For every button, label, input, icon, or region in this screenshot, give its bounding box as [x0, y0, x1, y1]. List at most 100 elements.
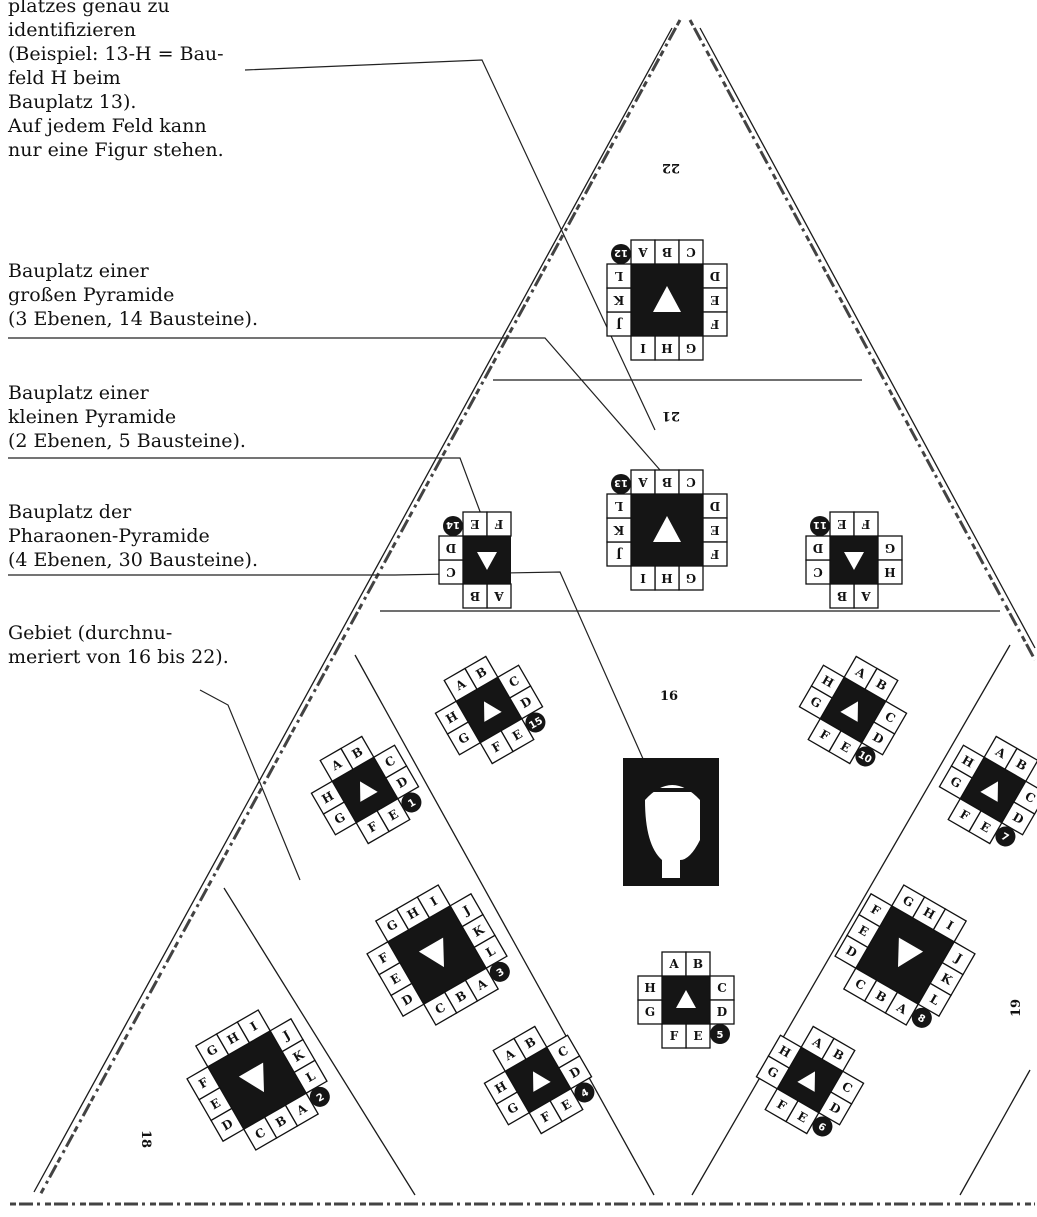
svg-text:C: C: [717, 981, 727, 995]
build-field[interactable]: F: [703, 542, 727, 566]
svg-text:H: H: [884, 565, 895, 579]
site-number-badge: 12: [611, 244, 631, 264]
build-field[interactable]: G: [679, 566, 703, 590]
build-field[interactable]: D: [439, 536, 463, 560]
site-big-3: ABCDEFGHIJKL3: [355, 873, 519, 1037]
build-field[interactable]: I: [631, 566, 655, 590]
build-field[interactable]: A: [662, 952, 686, 976]
svg-text:A: A: [638, 475, 649, 489]
svg-text:E: E: [710, 293, 719, 307]
svg-text:11: 11: [813, 519, 827, 530]
build-field[interactable]: G: [679, 336, 703, 360]
build-field[interactable]: K: [607, 288, 631, 312]
region-number-22: 22: [662, 160, 680, 175]
build-field[interactable]: D: [806, 536, 830, 560]
build-field[interactable]: G: [638, 1000, 662, 1024]
site-big-2: ABCDEFGHIJKL2: [175, 998, 339, 1162]
build-field[interactable]: H: [655, 336, 679, 360]
svg-text:E: E: [470, 517, 479, 531]
build-field[interactable]: A: [487, 584, 511, 608]
site-big-21: ABCDEFGH I JKL13: [607, 470, 727, 590]
svg-text:F: F: [861, 517, 870, 531]
svg-text:E: E: [837, 517, 846, 531]
svg-text:E: E: [693, 1029, 702, 1043]
build-field[interactable]: C: [806, 560, 830, 584]
svg-text:I: I: [640, 571, 646, 585]
svg-text:D: D: [813, 541, 823, 555]
build-field[interactable]: K: [607, 518, 631, 542]
site-small-15: ABCDEFGH15: [423, 644, 554, 775]
svg-text:J: J: [616, 317, 623, 331]
svg-text:C: C: [686, 475, 696, 489]
site-number-badge: 5: [710, 1024, 730, 1044]
svg-text:A: A: [861, 589, 872, 603]
svg-text:B: B: [837, 589, 847, 603]
build-field[interactable]: F: [854, 512, 878, 536]
svg-text:B: B: [662, 245, 672, 259]
region-number-18: 18: [138, 1130, 153, 1148]
svg-text:L: L: [614, 269, 623, 283]
svg-text:K: K: [613, 523, 624, 537]
svg-text:K: K: [613, 293, 624, 307]
build-field[interactable]: J: [607, 542, 631, 566]
svg-text:B: B: [470, 589, 480, 603]
svg-text:A: A: [638, 245, 649, 259]
build-field[interactable]: B: [655, 240, 679, 264]
build-field[interactable]: C: [710, 976, 734, 1000]
region-number-21: 21: [662, 408, 680, 423]
svg-text:14: 14: [446, 519, 460, 530]
svg-text:A: A: [668, 957, 679, 971]
build-field[interactable]: G: [878, 536, 902, 560]
site-small-6: ABCDEFGH6: [744, 1014, 875, 1145]
build-field[interactable]: H: [638, 976, 662, 1000]
site-number-badge: 13: [611, 474, 631, 494]
build-field[interactable]: H: [655, 566, 679, 590]
site-big-22: ABCDEFGHI JKL 12: [607, 240, 727, 360]
build-field[interactable]: B: [686, 952, 710, 976]
svg-text:H: H: [644, 981, 655, 995]
build-field[interactable]: D: [703, 264, 727, 288]
build-field[interactable]: J: [607, 312, 631, 336]
build-field[interactable]: L: [607, 264, 631, 288]
site-pharaoh-5: ABCD EFGH 5: [638, 952, 734, 1048]
build-field[interactable]: E: [463, 512, 487, 536]
build-field[interactable]: A: [631, 240, 655, 264]
build-field[interactable]: B: [830, 584, 854, 608]
build-field[interactable]: B: [463, 584, 487, 608]
site-number-badge: 11: [810, 516, 830, 536]
svg-text:12: 12: [614, 247, 628, 258]
region-number-19: 19: [1009, 999, 1024, 1017]
svg-text:G: G: [645, 1005, 655, 1019]
region-number-16: 16: [660, 689, 678, 704]
build-field[interactable]: F: [487, 512, 511, 536]
build-field[interactable]: C: [679, 470, 703, 494]
build-field[interactable]: F: [662, 1024, 686, 1048]
build-field[interactable]: A: [854, 584, 878, 608]
svg-text:C: C: [813, 565, 823, 579]
build-field[interactable]: A: [631, 470, 655, 494]
site-big-8: ABCDEFGHIJKL8: [823, 873, 987, 1037]
svg-text:F: F: [494, 517, 503, 531]
build-field[interactable]: C: [439, 560, 463, 584]
build-field[interactable]: B: [655, 470, 679, 494]
build-field[interactable]: D: [710, 1000, 734, 1024]
build-field[interactable]: L: [607, 494, 631, 518]
build-field[interactable]: E: [703, 288, 727, 312]
build-field[interactable]: E: [686, 1024, 710, 1048]
build-field[interactable]: E: [703, 518, 727, 542]
board-outline: [10, 20, 1035, 1204]
build-field[interactable]: E: [830, 512, 854, 536]
site-small-14: ABCDE F 14: [439, 512, 511, 608]
build-field[interactable]: C: [679, 240, 703, 264]
svg-text:D: D: [717, 1005, 727, 1019]
site-small-11: ABCDE FGH 11: [806, 512, 902, 608]
svg-text:J: J: [616, 547, 623, 561]
svg-text:H: H: [661, 571, 672, 585]
svg-text:I: I: [640, 341, 646, 355]
build-field[interactable]: F: [703, 312, 727, 336]
build-field[interactable]: I: [631, 336, 655, 360]
svg-text:G: G: [686, 571, 696, 585]
build-field[interactable]: D: [703, 494, 727, 518]
build-field[interactable]: H: [878, 560, 902, 584]
site-small-4: ABCDEFGH4: [472, 1014, 603, 1145]
